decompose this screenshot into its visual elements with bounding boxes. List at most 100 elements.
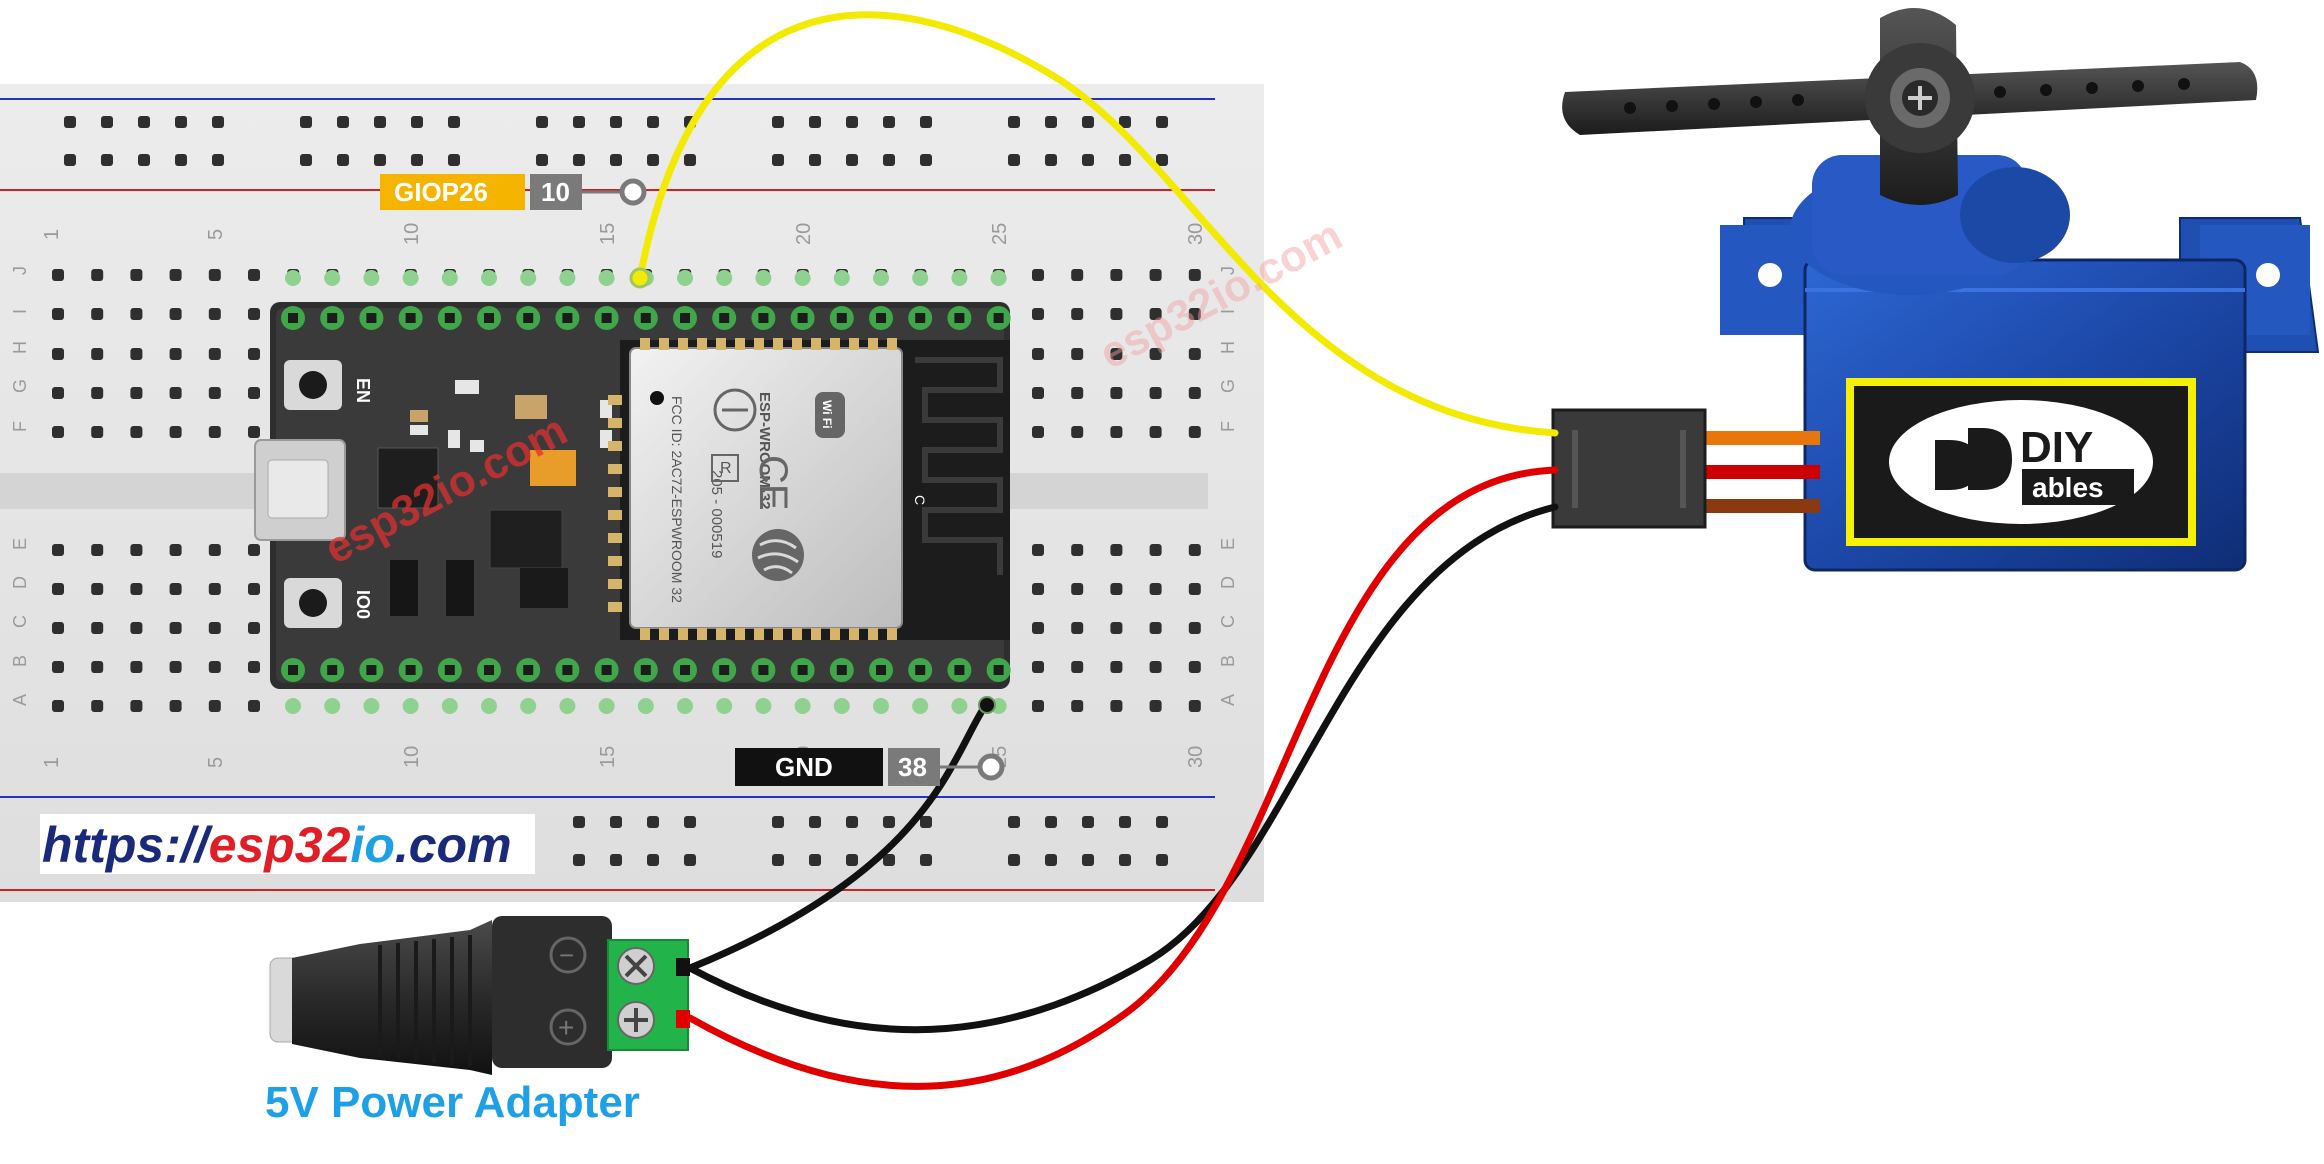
rail-hole: [1008, 116, 1020, 128]
breadboard-hole: [1149, 426, 1162, 438]
pin-highlight: [990, 270, 1007, 286]
row-letter-c: C: [10, 615, 30, 628]
breadboard-hole: [1110, 583, 1123, 595]
horn-hole: [1994, 86, 2006, 98]
breadboard-hole: [169, 308, 182, 320]
header-pin-hole: [797, 665, 808, 675]
servo-ground-wire-link: [686, 503, 1559, 1034]
header-pin-hole: [484, 665, 494, 675]
ground-pin-label: GND 38: [735, 748, 1005, 786]
pin-highlight: [912, 698, 929, 714]
website-text[interactable]: https://esp32io.com: [42, 817, 512, 873]
col-number-30-bottom: 30: [1185, 746, 1207, 768]
rail-hole: [883, 154, 895, 166]
header-pin-hole: [444, 313, 455, 323]
rail-hole: [212, 154, 224, 166]
pin-highlight: [755, 698, 772, 714]
breadboard-hole: [1110, 308, 1123, 320]
header-pin-hole: [836, 313, 847, 323]
rail-hole: [448, 116, 460, 128]
rail-hole: [647, 116, 659, 128]
en-button[interactable]: [284, 360, 342, 410]
pin-highlight: [520, 270, 537, 286]
horn-hole: [1708, 98, 1720, 110]
breadboard-hole: [169, 387, 182, 399]
header-pin-hole: [797, 313, 808, 323]
rail-hole: [1119, 154, 1131, 166]
signal-wire: [636, 11, 1559, 437]
io0-button[interactable]: [284, 578, 342, 628]
pin-highlight: [363, 698, 380, 714]
module-pin: [608, 418, 622, 428]
breadboard-hole: [248, 583, 260, 595]
servo-brand-bottom: ables: [2032, 472, 2104, 503]
breadboard-hole: [1032, 661, 1044, 673]
horn-hole: [1750, 96, 1762, 108]
header-pin-hole: [993, 665, 1004, 675]
pin-highlight: [324, 698, 341, 714]
module-castellated-pins: [608, 338, 897, 640]
rail-hole: [374, 116, 386, 128]
esp32-pin-highlights: [285, 270, 1007, 714]
breadboard-hole: [52, 700, 64, 712]
module-pin: [608, 579, 622, 589]
pin-highlight: [402, 270, 419, 286]
breadboard-hole: [1149, 700, 1162, 712]
breadboard-hole: [208, 622, 221, 634]
breadboard-hole: [130, 622, 143, 634]
breadboard-hole: [1071, 700, 1084, 712]
breadboard-hole: [208, 661, 221, 673]
breadboard-hole: [169, 348, 182, 360]
breadboard-hole: [1110, 387, 1123, 399]
pin-highlight: [637, 698, 654, 714]
power-wire: [686, 466, 1559, 1090]
ce-mark: CE: [751, 455, 795, 511]
pcb-antenna-trace: [915, 357, 1003, 575]
rail-hole: [411, 154, 423, 166]
breadboard-hole: [1110, 700, 1123, 712]
breadboard-hole: [208, 269, 221, 281]
module-pin: [849, 628, 859, 640]
breadboard-hole: [1149, 348, 1162, 360]
breadboard-row-letters: J I H G F E D C B A J I H G F E D C B A: [10, 266, 1238, 706]
breadboard-hole: [1149, 622, 1162, 634]
breadboard-hole: [91, 387, 104, 399]
header-pin-hole: [758, 313, 769, 323]
rail-hole: [1082, 116, 1094, 128]
breadboard-hole: [1149, 583, 1162, 595]
website-url[interactable]: https://esp32io.com: [40, 814, 535, 874]
rail-hole: [138, 154, 150, 166]
header-pin-hole: [288, 313, 298, 323]
module-pin: [659, 338, 669, 350]
module-pin: [773, 338, 783, 350]
breadboard-hole: [52, 661, 64, 673]
pin-highlight: [559, 270, 576, 286]
header-pin-hole: [405, 665, 416, 675]
module-pin: [608, 533, 622, 543]
rail-hole: [883, 854, 895, 866]
rail-hole: [1008, 154, 1020, 166]
breadboard-hole: [91, 426, 104, 438]
rail-hole: [772, 854, 784, 866]
col-number-1-bottom: 1: [41, 757, 63, 768]
signal-pin-name: GIOP26: [394, 177, 488, 207]
breadboard-hole: [1071, 426, 1084, 438]
header-pin-hole: [680, 313, 690, 323]
rail-hole: [883, 816, 895, 828]
rail-hole: [846, 854, 858, 866]
breadboard-hole: [169, 700, 182, 712]
pin-highlight: [324, 270, 341, 286]
rail-hole: [920, 154, 932, 166]
col-number-5-top: 5: [205, 229, 227, 240]
antenna-label: C: [912, 495, 928, 505]
module-pin: [830, 338, 840, 350]
breadboard-hole: [1188, 544, 1201, 556]
row-letter-i: I: [10, 309, 30, 314]
breadboard-hole: [169, 622, 182, 634]
esp32-header-pins: [281, 306, 1011, 682]
breadboard-hole: [1032, 700, 1044, 712]
ground-pin-number: 38: [898, 752, 927, 782]
module-pin: [887, 338, 897, 350]
module-pin: [754, 628, 764, 640]
horn-hole: [2086, 82, 2098, 94]
